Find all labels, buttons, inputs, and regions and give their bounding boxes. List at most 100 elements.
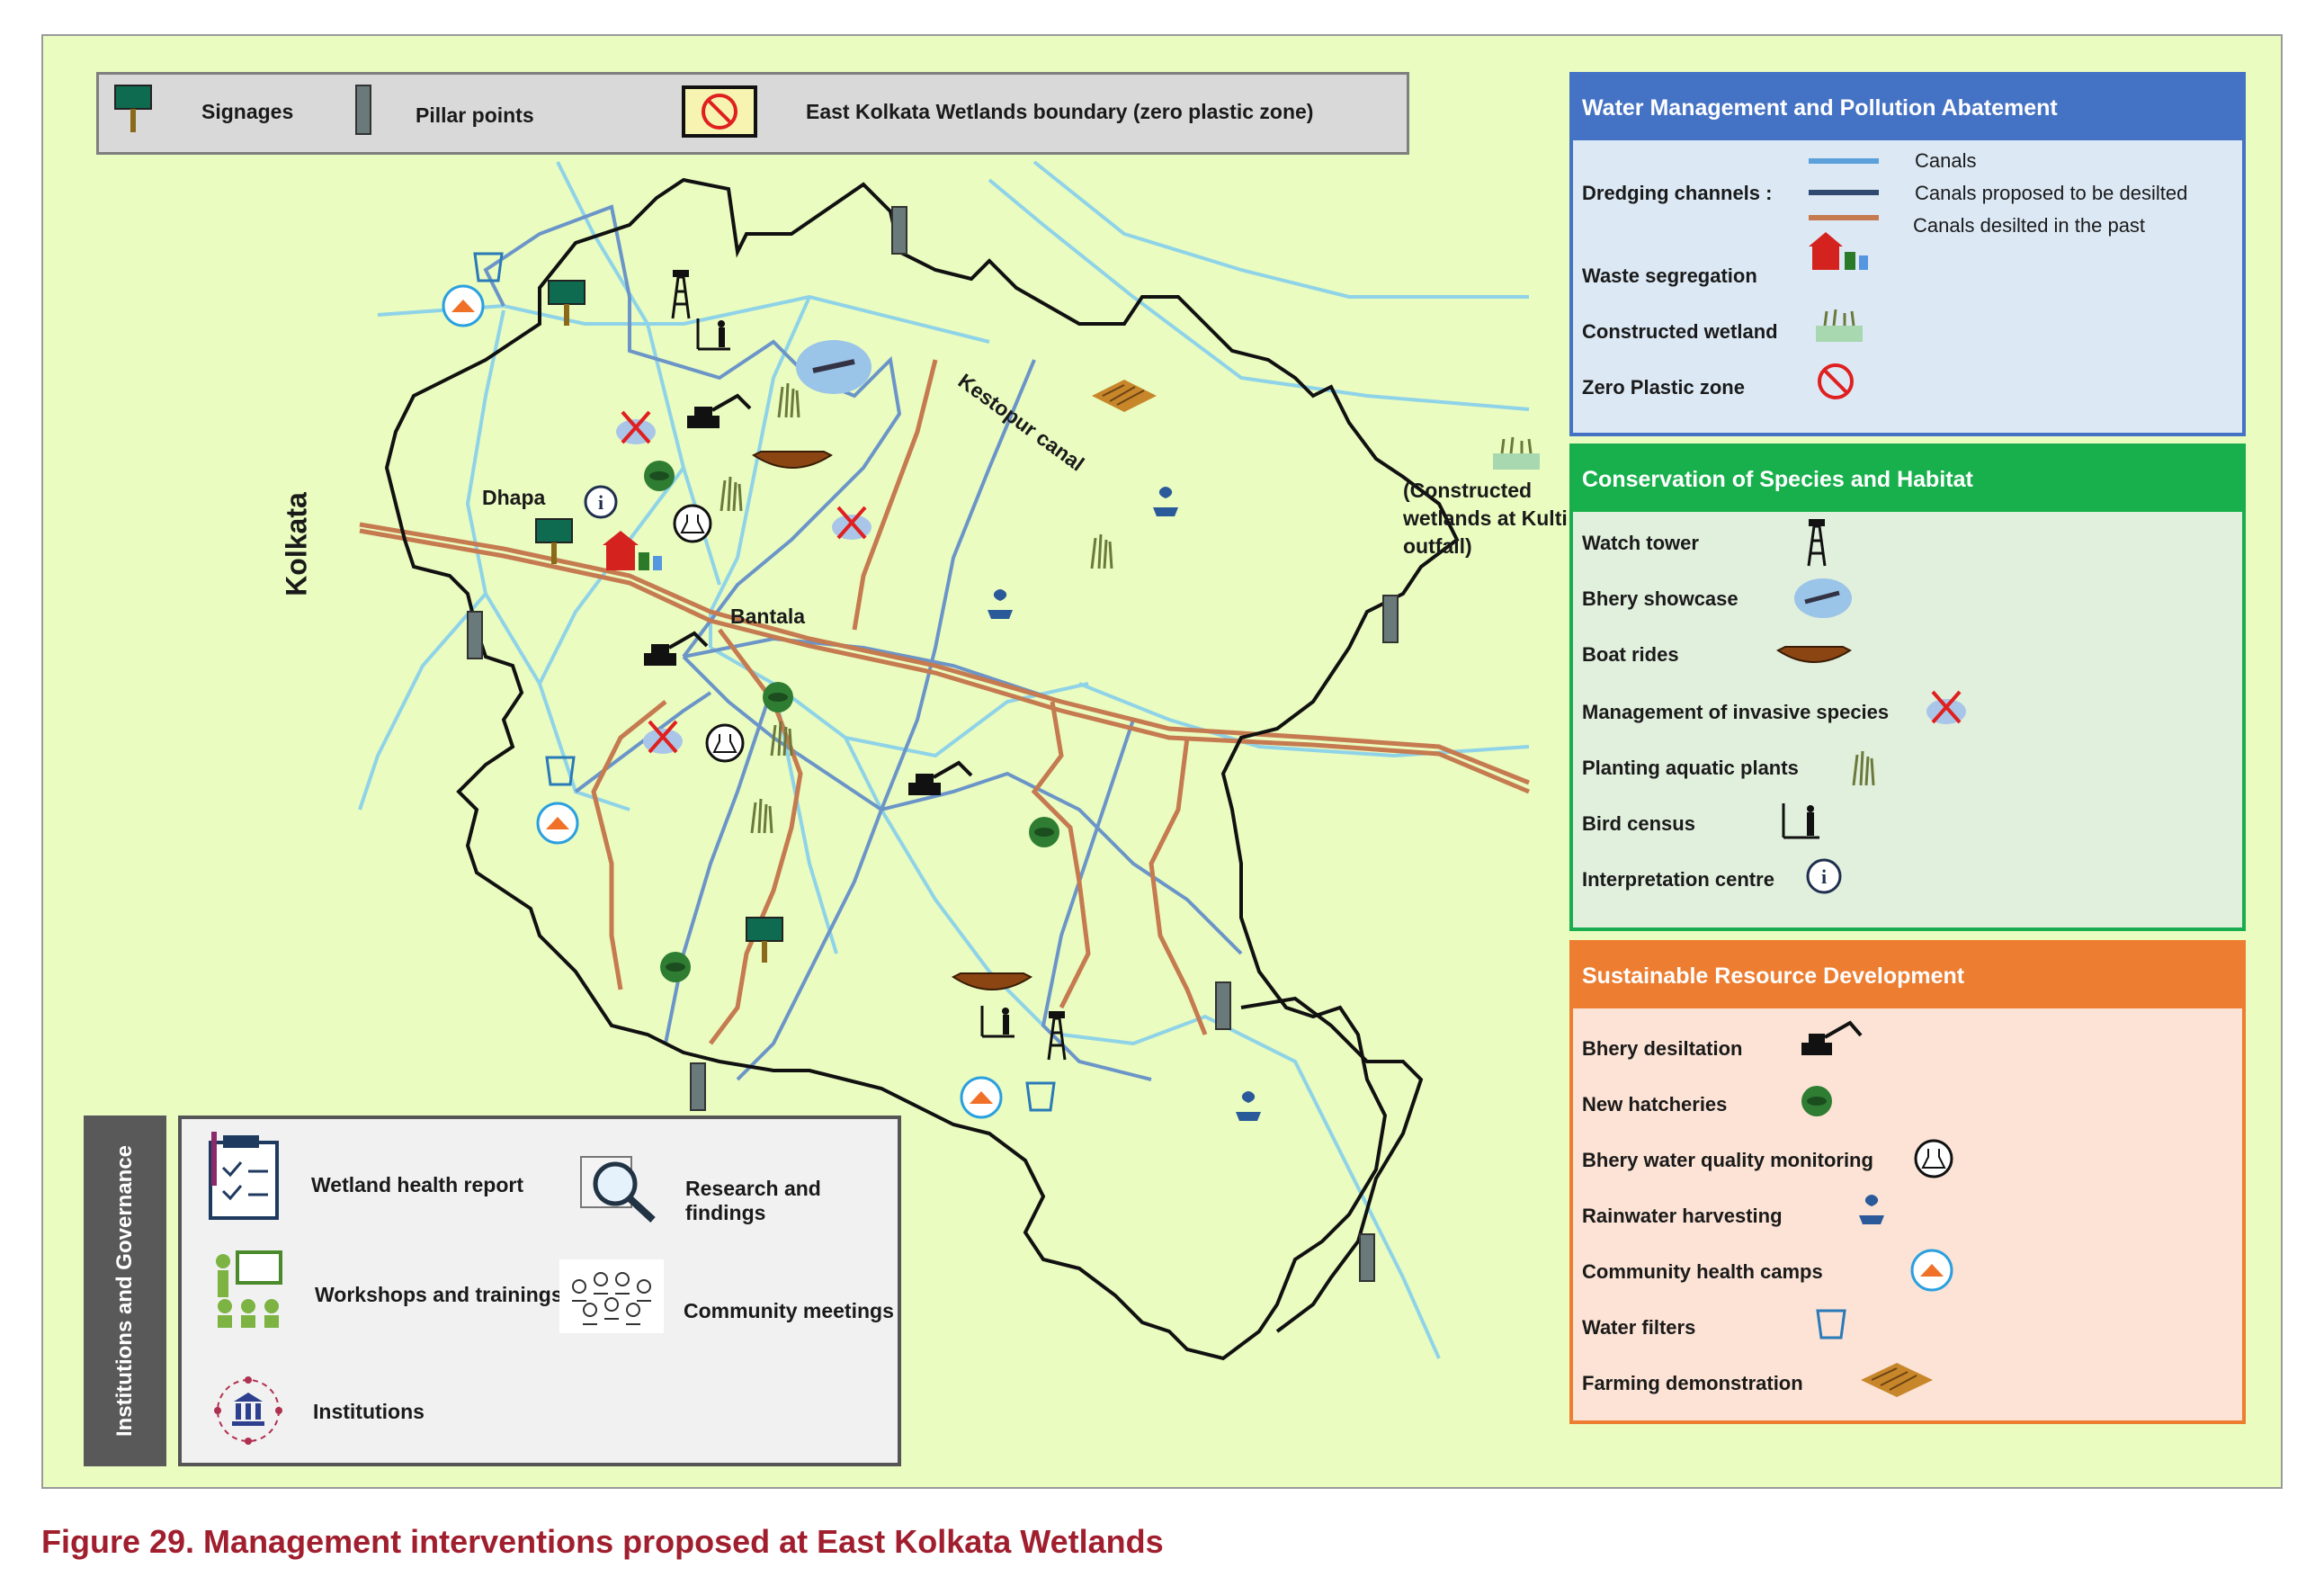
zero-plastic-icon (1818, 363, 1854, 399)
canals-label: Canals (1915, 149, 1977, 172)
signage-icon (535, 518, 573, 564)
bird-census-icon (696, 318, 730, 351)
figure-caption: Figure 29. Management interventions prop… (41, 1523, 1164, 1560)
bird-census-icon (980, 1006, 1015, 1038)
canals-desilted-label: Canals desilted in the past (1913, 214, 2146, 237)
bhery-showcase-icon (796, 340, 872, 394)
boat-icon (1776, 646, 1852, 663)
top-legend: Signages Pillar points East Kolkata Wetl… (96, 72, 1409, 155)
water-quality-icon (673, 504, 712, 543)
excavator-icon (908, 760, 973, 795)
info-icon: i (1806, 858, 1842, 894)
water-filter-icon (1025, 1081, 1056, 1112)
watch-tower-icon (671, 270, 691, 319)
governance-side-title: Institutions and Governance (112, 1144, 137, 1438)
svg-text:i: i (598, 491, 603, 514)
canals-proposed-label: Canals proposed to be desilted (1915, 182, 2188, 204)
gov-research: Research and findings (685, 1177, 821, 1224)
canal-proposed-line-icon (1809, 190, 1879, 195)
waste-segregation-icon (603, 531, 662, 570)
waste-segregation-label: Waste segregation (1582, 264, 1757, 287)
sustainable-item-health-camps: Community health camps (1582, 1260, 1823, 1283)
conservation-item-bhery-showcase: Bhery showcase (1582, 587, 1739, 610)
label-kolkata: Kolkata (280, 492, 313, 596)
health-camp-icon (442, 284, 485, 327)
hatchery-icon (1801, 1086, 1832, 1116)
signage-icon (548, 280, 585, 326)
dredging-label: Dredging channels : (1582, 182, 1773, 204)
wetlands-map (358, 160, 1530, 1361)
bird-census-icon (1782, 803, 1819, 839)
conservation-item-watch-tower: Watch tower (1582, 532, 1699, 554)
rainwater-harvesting-icon (988, 589, 1013, 619)
health-camp-icon (536, 802, 579, 845)
governance-side-bar (84, 1116, 166, 1466)
boat-icon (752, 451, 833, 469)
watch-tower-icon (1047, 1011, 1067, 1061)
aquatic-plant-icon (777, 382, 800, 418)
pillar-icon (1382, 595, 1399, 643)
rainwater-harvesting-icon (1859, 1195, 1884, 1224)
rainwater-harvesting-icon (1153, 487, 1178, 516)
gov-workshops: Workshops and trainings (315, 1283, 563, 1306)
water-management-title: Water Management and Pollution Abatement (1573, 76, 2242, 140)
water-filter-icon (1816, 1309, 1846, 1340)
health-report-icon (209, 1132, 279, 1220)
gov-community-meetings: Community meetings (684, 1299, 894, 1322)
aquatic-plant-icon (720, 476, 743, 512)
health-camp-icon (1910, 1249, 1953, 1292)
sustainable-title: Sustainable Resource Development (1573, 944, 2242, 1008)
excavator-icon (644, 631, 709, 666)
pillar-icon (1359, 1233, 1375, 1282)
conservation-item-invasive: Management of invasive species (1582, 701, 1890, 723)
conservation-item-interpretation: Interpretation centre (1582, 868, 1774, 891)
invasive-species-icon (832, 506, 872, 540)
water-filter-icon (473, 252, 504, 282)
gov-institutions: Institutions (313, 1400, 425, 1423)
sustainable-panel: Sustainable Resource Development Bhery d… (1569, 940, 2246, 1424)
aquatic-plant-icon (1852, 750, 1875, 786)
health-camp-icon (960, 1076, 1003, 1119)
signage-icon (114, 85, 152, 132)
conservation-title: Conservation of Species and Habitat (1573, 447, 2242, 512)
conservation-item-aquatic-plants: Planting aquatic plants (1582, 757, 1799, 779)
canal-desilted-line-icon (1809, 215, 1879, 220)
waste-segregation-icon (1809, 232, 1868, 270)
pillar-icon (891, 206, 907, 255)
pillar-icon (1215, 981, 1231, 1030)
hatchery-icon (660, 952, 691, 982)
signage-icon (746, 917, 783, 963)
hatchery-icon (1029, 817, 1059, 847)
constructed-wetland-label: Constructed wetland (1582, 320, 1778, 343)
excavator-icon (1801, 1020, 1863, 1055)
hatchery-icon (763, 682, 793, 712)
invasive-species-icon (1926, 690, 1966, 724)
legend-boundary: East Kolkata Wetlands boundary (zero pla… (806, 100, 1314, 123)
svg-text:i: i (1821, 865, 1827, 888)
governance-panel: Wetland health report Research and findi… (178, 1116, 901, 1466)
water-quality-icon (1914, 1139, 1953, 1178)
sustainable-item-farming: Farming demonstration (1582, 1372, 1803, 1394)
sustainable-item-rainwater: Rainwater harvesting (1582, 1205, 1783, 1227)
water-management-panel: Water Management and Pollution Abatement… (1569, 72, 2246, 436)
zero-plastic-label: Zero Plastic zone (1582, 376, 1745, 399)
aquatic-plant-icon (1090, 533, 1113, 569)
info-icon: i (584, 485, 618, 519)
watch-tower-icon (1807, 519, 1827, 567)
conservation-panel: Conservation of Species and Habitat Watc… (1569, 444, 2246, 931)
research-icon (580, 1156, 656, 1223)
sustainable-item-water-filters: Water filters (1582, 1316, 1696, 1339)
aquatic-plant-icon (770, 721, 793, 757)
label-kulti-line3: outfall) (1403, 534, 1472, 558)
farming-icon (1861, 1363, 1933, 1397)
constructed-wetland-icon (1816, 309, 1863, 342)
label-kulti-line2: wetlands at Kulti (1403, 506, 1568, 530)
boat-icon (952, 972, 1032, 990)
invasive-species-icon (616, 410, 656, 444)
institution-icon (214, 1376, 282, 1445)
canal-line-icon (1809, 158, 1879, 164)
label-kulti-line1: (Constructed (1403, 479, 1533, 502)
aquatic-plant-icon (750, 798, 773, 834)
workshop-icon (216, 1250, 282, 1328)
excavator-icon (687, 393, 752, 428)
